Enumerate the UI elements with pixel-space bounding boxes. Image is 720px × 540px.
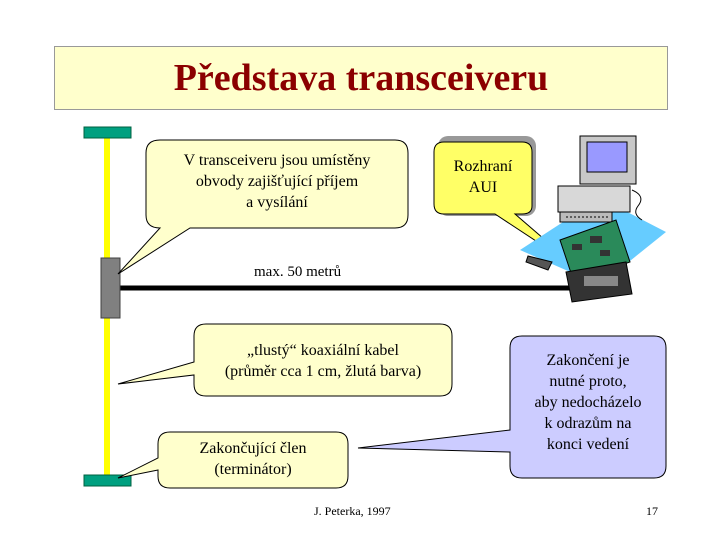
callout-note-bubble (357, 335, 667, 479)
slide-title: Představa transceiveru (173, 57, 549, 99)
callout-terminator-bubble (117, 431, 349, 489)
network-card-icon (525, 219, 633, 303)
terminator-top (83, 126, 132, 139)
callout-coax-text: „tlustý“ koaxiální kabel (průměr cca 1 c… (224, 342, 422, 380)
callout-note-text: Zakončení je nutné proto, aby nedocházel… (534, 352, 642, 453)
callout-terminator-text: Zakončující člen (terminátor) (199, 440, 307, 478)
callout-coax-bubble (117, 323, 453, 397)
slide-title-box: Představa transceiveru (54, 46, 668, 110)
footer-author: J. Peterka, 1997 (314, 504, 391, 518)
callout-aui-text: Rozhraní AUI (453, 158, 513, 196)
cable-length-label: max. 50 metrů (254, 264, 342, 280)
transceiver-box (100, 257, 121, 319)
terminator-bottom (83, 474, 132, 487)
callout-transceiver-text: V transceiveru jsou umístěny obvody zaji… (183, 152, 371, 211)
page-number: 17 (646, 504, 658, 518)
callout-transceiver-bubble (117, 139, 409, 275)
